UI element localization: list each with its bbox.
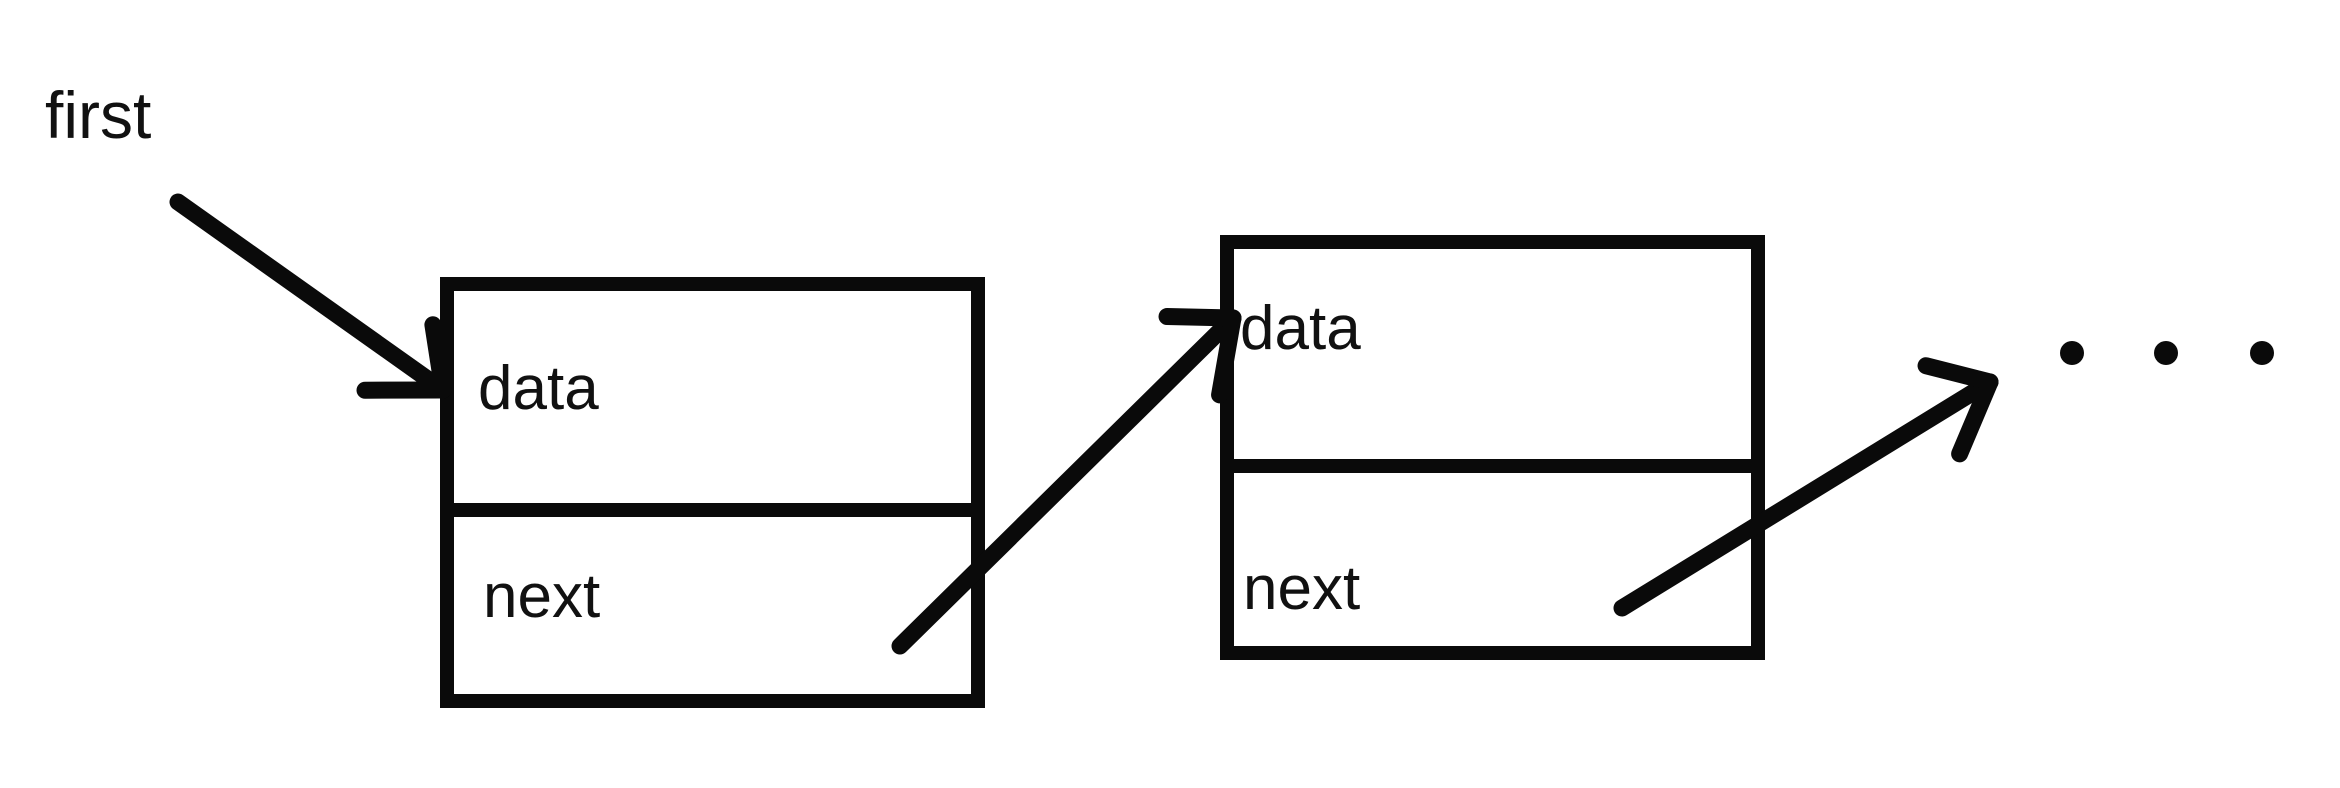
next-field: next (1243, 554, 1361, 623)
data-field: data (1240, 294, 1361, 363)
arrow-barb (1951, 373, 1999, 463)
ellipsis-dot (2060, 341, 2084, 365)
arrow-barb (1917, 357, 1999, 391)
data-field: data (478, 354, 599, 423)
list-node (440, 277, 985, 708)
node-field-divider (1220, 459, 1765, 473)
next-field: next (483, 562, 601, 631)
first-to-node1-arrow (169, 193, 452, 399)
head-pointer-label: first (45, 78, 152, 152)
node-field-divider (440, 503, 985, 517)
ellipsis-dot (2250, 341, 2274, 365)
arrow-shaft (169, 193, 452, 399)
ellipsis-dot (2154, 341, 2178, 365)
